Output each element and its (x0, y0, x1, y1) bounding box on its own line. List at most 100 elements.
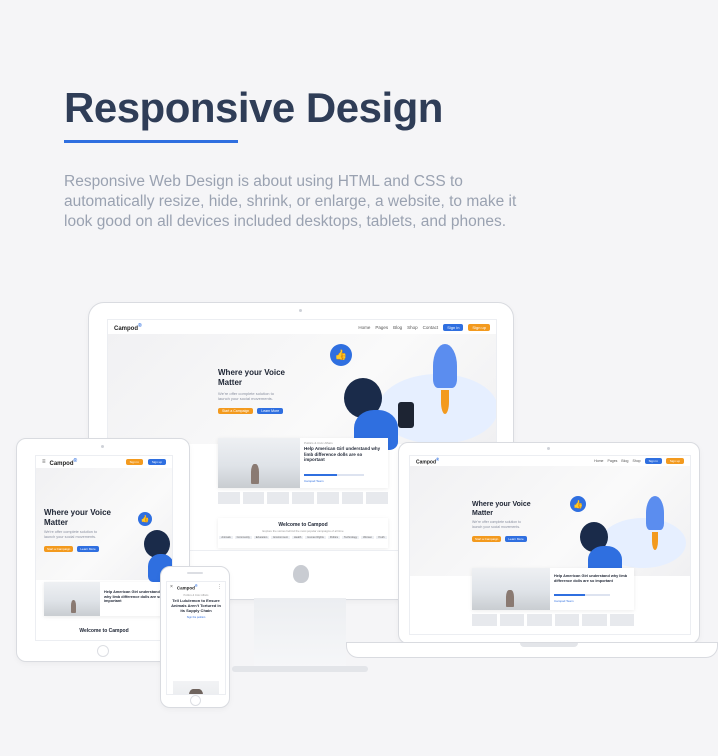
tag[interactable]: Technology (342, 536, 360, 539)
start-campaign-button[interactable]: Start a Campaign (472, 536, 502, 542)
hero-title: Where your Voice Matter (472, 501, 531, 517)
welcome-title: Welcome to Campod (278, 522, 328, 528)
laptop-navbar: Campod® Home Pages Blog Shop Sign in Sig… (410, 456, 690, 466)
nav-link-blog[interactable]: Blog (393, 324, 403, 330)
thumbnail[interactable] (242, 492, 265, 504)
nav-link-shop[interactable]: Shop (407, 324, 418, 330)
learn-more-button[interactable]: Learn More (77, 546, 99, 552)
nav-link-contact[interactable]: Contact (422, 324, 439, 330)
signin-button[interactable]: Sign in (443, 323, 464, 331)
thumbs-up-icon: 👍 (570, 496, 586, 512)
nav-link-pages[interactable]: Pages (607, 459, 618, 463)
tag[interactable]: Animals (219, 536, 233, 539)
laptop-logo[interactable]: Campod® (416, 456, 440, 466)
desktop-post-card[interactable]: Politics & Civic Affairs Help American G… (218, 438, 388, 488)
signup-button[interactable]: Sign up (468, 323, 490, 331)
desktop-thumbnails (218, 492, 389, 504)
thumbnail[interactable] (499, 614, 524, 626)
thumbnail[interactable] (472, 614, 497, 626)
learn-more-button[interactable]: Learn More (505, 536, 527, 542)
thumbnail[interactable] (366, 492, 389, 504)
signin-button[interactable]: Sign in (125, 459, 143, 465)
signup-button[interactable]: Sign up (665, 458, 684, 464)
welcome-section: Welcome to Campod Explore the stories be… (218, 518, 388, 548)
hero-title: Where your Voice Matter (44, 508, 111, 527)
rocket-flame (441, 390, 449, 414)
thumbnail[interactable] (582, 614, 607, 626)
apple-logo-icon (293, 565, 309, 583)
monitor-base (232, 666, 368, 672)
laptop-screen: Campod® Home Pages Blog Shop Sign in Sig… (409, 455, 691, 635)
tablet-logo[interactable]: Campod® (49, 457, 78, 467)
phone-home-button[interactable] (190, 695, 201, 706)
close-icon[interactable]: × (170, 584, 173, 590)
laptop-hero: Where your Voice Matter We're offer comp… (410, 466, 690, 576)
thumbnail[interactable] (316, 492, 339, 504)
thumbnail[interactable] (267, 492, 290, 504)
phone-post-category: Politics & Civic Affairs (183, 594, 209, 597)
laptop-post-card[interactable]: Help American Girl understand why limb d… (472, 568, 634, 610)
thumbs-up-icon: 👍 (138, 512, 152, 526)
start-campaign-button[interactable]: Start a Campaign (218, 408, 254, 414)
tablet-navbar: ≡ Campod® Sign in Sign up (36, 456, 172, 468)
nav-link-home[interactable]: Home (358, 324, 371, 330)
post-meta: Campod Team (554, 599, 574, 603)
laptop-notch (520, 643, 578, 647)
tag[interactable]: Health (291, 536, 304, 539)
tag[interactable]: Community (234, 536, 252, 539)
post-photo (218, 438, 300, 488)
thumbnail[interactable] (341, 492, 364, 504)
phone-logo[interactable]: Campod® (176, 583, 198, 591)
hero-subtitle: We're offer complete solution to launch … (472, 520, 521, 529)
tag[interactable]: Environment (271, 536, 290, 539)
signin-button[interactable]: Sign in (644, 458, 662, 464)
hero-title: Where your Voice Matter (218, 368, 285, 387)
hero-buttons: Start a Campaign Learn More (218, 408, 284, 414)
tag[interactable]: Women (361, 536, 375, 539)
tablet: ≡ Campod® Sign in Sign up Where your Voi… (16, 438, 190, 662)
tag[interactable]: Politics (327, 536, 341, 539)
nav-link-shop[interactable]: Shop (632, 459, 641, 463)
start-campaign-button[interactable]: Start a Campaign (44, 546, 74, 552)
woman-hair (144, 530, 170, 558)
nav-link-home[interactable]: Home (594, 459, 604, 463)
tablet-camera (101, 445, 104, 448)
post-progress (304, 474, 364, 476)
animal-figure (189, 689, 203, 694)
rocket-flame (652, 532, 658, 550)
tag[interactable]: Youth (376, 536, 387, 539)
laptop-camera (547, 447, 550, 450)
hero-buttons: Start a Campaign Learn More (44, 546, 99, 552)
laptop: Campod® Home Pages Blog Shop Sign in Sig… (398, 442, 700, 644)
phone-post-sub[interactable]: Sign the petition (186, 616, 206, 619)
post-meta: Campod Team (304, 479, 324, 483)
desktop-nav-links: Home Pages Blog Shop Contact Sign in Sig… (358, 323, 490, 331)
tablet-home-button[interactable] (97, 645, 109, 657)
tag[interactable]: Human Rights (305, 536, 326, 539)
post-photo (44, 582, 100, 616)
more-icon[interactable]: ⋮ (217, 584, 222, 590)
menu-icon[interactable]: ≡ (42, 459, 46, 465)
desktop-logo[interactable]: Campod® (114, 322, 142, 332)
post-photo (472, 568, 550, 610)
thumbnail[interactable] (527, 614, 552, 626)
tablet-post-card[interactable]: Help American Girl understand why limb d… (44, 582, 164, 616)
rocket-icon (433, 344, 457, 388)
post-category: Politics & Civic Affairs (304, 441, 333, 445)
thumbnail[interactable] (292, 492, 314, 504)
tag-list: Animals Community Education Environment … (218, 536, 388, 539)
signup-button[interactable]: Sign up (147, 459, 166, 465)
nav-link-pages[interactable]: Pages (375, 324, 389, 330)
thumbnail[interactable] (554, 614, 579, 626)
phone-illustration (398, 402, 414, 428)
learn-more-button[interactable]: Learn More (257, 408, 284, 414)
nav-link-blog[interactable]: Blog (621, 459, 629, 463)
desktop-hero: Where your Voice Matter We're offer comp… (108, 334, 496, 450)
thumbnail[interactable] (218, 492, 240, 504)
tag[interactable]: Education (253, 536, 270, 539)
desktop-navbar: Campod® Home Pages Blog Shop Contact Sig… (108, 320, 496, 334)
thumbnail[interactable] (609, 614, 634, 626)
phone-post-title: Tell Lululemon to Ensure Animals Aren't … (171, 598, 221, 613)
hero-subtitle: We're offer complete solution to launch … (44, 530, 98, 539)
hero-buttons: Start a Campaign Learn More (472, 536, 527, 542)
